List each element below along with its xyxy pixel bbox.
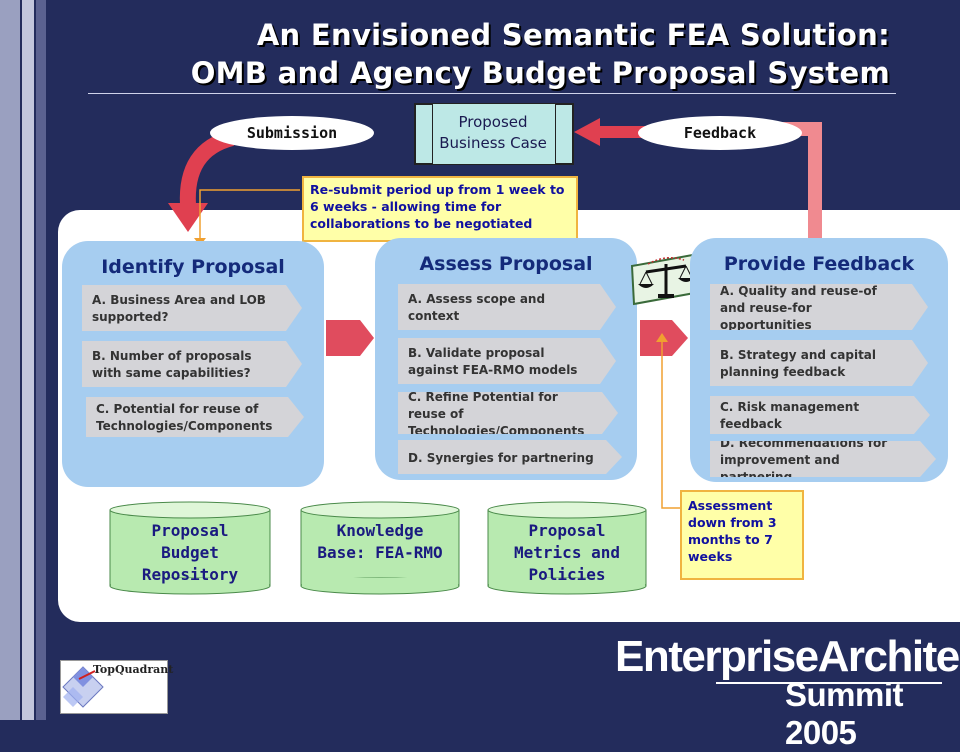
provide-feedback-title: Provide Feedback [723,253,915,275]
brand-divider [716,682,942,684]
assess-item-d: D. Synergies for partnering [398,440,622,474]
cylinder-shape [109,501,271,595]
assess-proposal-title: Assess Proposal [419,253,593,275]
feedback-riser [808,122,822,240]
left-stripe [22,0,34,720]
left-stripe [36,0,46,720]
cylinder-shape [487,501,647,595]
proposal-budget-repository: Proposal Budget Repository [141,521,239,584]
assessment-note: Assessment down from 3 months to 7 weeks [680,490,804,580]
proposed-business-case-label: Proposed Business Case [420,112,566,154]
left-stripe [0,0,20,720]
topquadrant-logo: TopQuadrant [60,660,173,714]
scales-of-justice-icon [628,252,704,306]
feedback-oval: Feedback [638,116,802,150]
feedback-item-a: A. Quality and reuse-of and reuse-for op… [710,284,928,330]
title-underline [88,93,896,94]
brand-summit-2005: Summit 2005 [785,676,904,751]
knowledge-base-fea-rmo: Knowledge Base: FEA-RMO [317,521,443,562]
feedback-item-c: C. Risk management feedback [710,396,930,434]
resubmit-leader-line [199,189,300,240]
brand-enterprise-architect: EnterpriseArchitect [615,632,960,681]
proposed-line1: Proposed [458,113,528,131]
identify-item-a: A. Business Area and LOB supported? [82,285,302,331]
assess-item-a: A. Assess scope and context [398,284,616,330]
proposal-metrics-and-policies: Proposal Metrics and Policies [514,521,620,584]
feedback-arrowhead [574,118,600,146]
topquadrant-logo-icon [62,666,104,708]
assessment-leader-line [661,340,680,509]
submission-arrowhead [168,203,208,232]
feedback-item-b: B. Strategy and capital planning feedbac… [710,340,928,386]
resubmit-note: Re-submit period up from 1 week to 6 wee… [302,176,578,242]
slide-title-line1: An Envisioned Semantic FEA Solution: [256,18,890,52]
identify-item-b: B. Number of proposals with same capabil… [82,341,302,387]
stage-connector-arrow-1 [326,320,374,356]
cylinder-shape [300,501,460,595]
topquadrant-logo-text: TopQuadrant [93,663,174,676]
repository-cylinders [109,501,647,595]
submission-oval: Submission [210,116,374,150]
feedback-arrow-body [596,126,646,138]
slide-title-line2: OMB and Agency Budget Proposal System [190,56,890,90]
proposed-business-case-box [414,103,574,165]
assess-item-b: B. Validate proposal against FEA-RMO mod… [398,338,616,384]
identify-item-c: C. Potential for reuse of Technologies/C… [86,397,304,437]
proposed-line2: Business Case [439,134,547,152]
feedback-item-d: D. Recommendations for improvement and p… [710,441,936,477]
identify-proposal-title: Identify Proposal [101,256,285,278]
